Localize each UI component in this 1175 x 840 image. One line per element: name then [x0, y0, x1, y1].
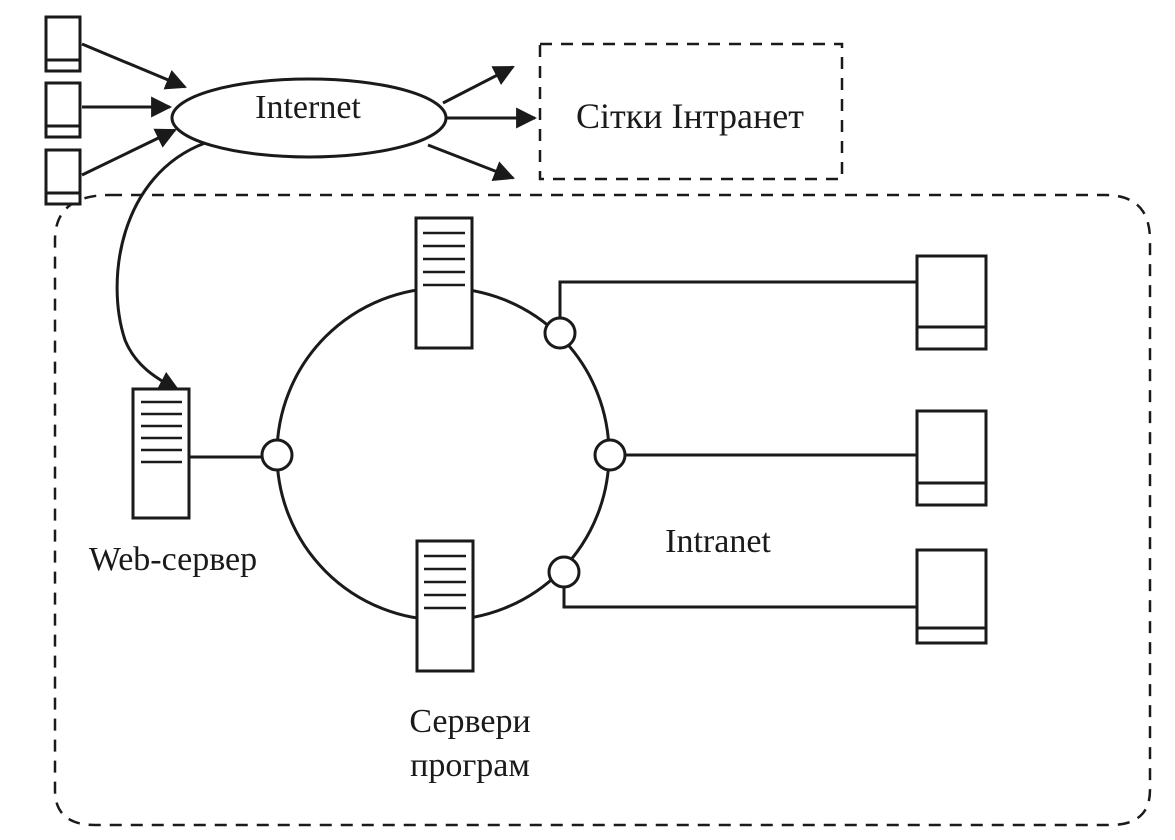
app-servers-label-line1: Сервери — [409, 703, 530, 740]
internet-to-webserver-arrow — [115, 141, 206, 392]
intranet-boundary — [53, 193, 1152, 827]
app-servers-label-line2: програм — [410, 747, 530, 784]
intranet-networks-label: Сітки Інтранет — [576, 96, 804, 136]
application-server — [415, 539, 475, 673]
external-client-computer — [44, 148, 82, 206]
internet-cloud — [170, 77, 448, 159]
intranet-arrow — [427, 143, 515, 181]
client-arrow — [81, 128, 177, 177]
web-server — [131, 387, 191, 520]
external-client-computer — [44, 15, 82, 73]
application-server — [414, 216, 474, 350]
external-client-computer — [44, 81, 82, 139]
internet-label: Internet — [255, 89, 361, 126]
workstation-link — [562, 587, 917, 609]
intranet-networks-box — [538, 42, 844, 181]
intranet-arrow — [442, 65, 515, 105]
ring-node — [547, 555, 581, 589]
intranet-label: Intranet — [665, 523, 771, 560]
workstation-computer — [915, 254, 988, 351]
ring-node — [543, 316, 577, 350]
ring-node-webserver — [260, 438, 294, 472]
workstation-computer — [915, 409, 988, 507]
client-arrow — [81, 42, 187, 90]
workstation-computer — [915, 548, 988, 645]
workstation-link — [558, 280, 917, 318]
ring-node — [593, 438, 627, 472]
web-server-label: Web-сервер — [89, 541, 257, 578]
